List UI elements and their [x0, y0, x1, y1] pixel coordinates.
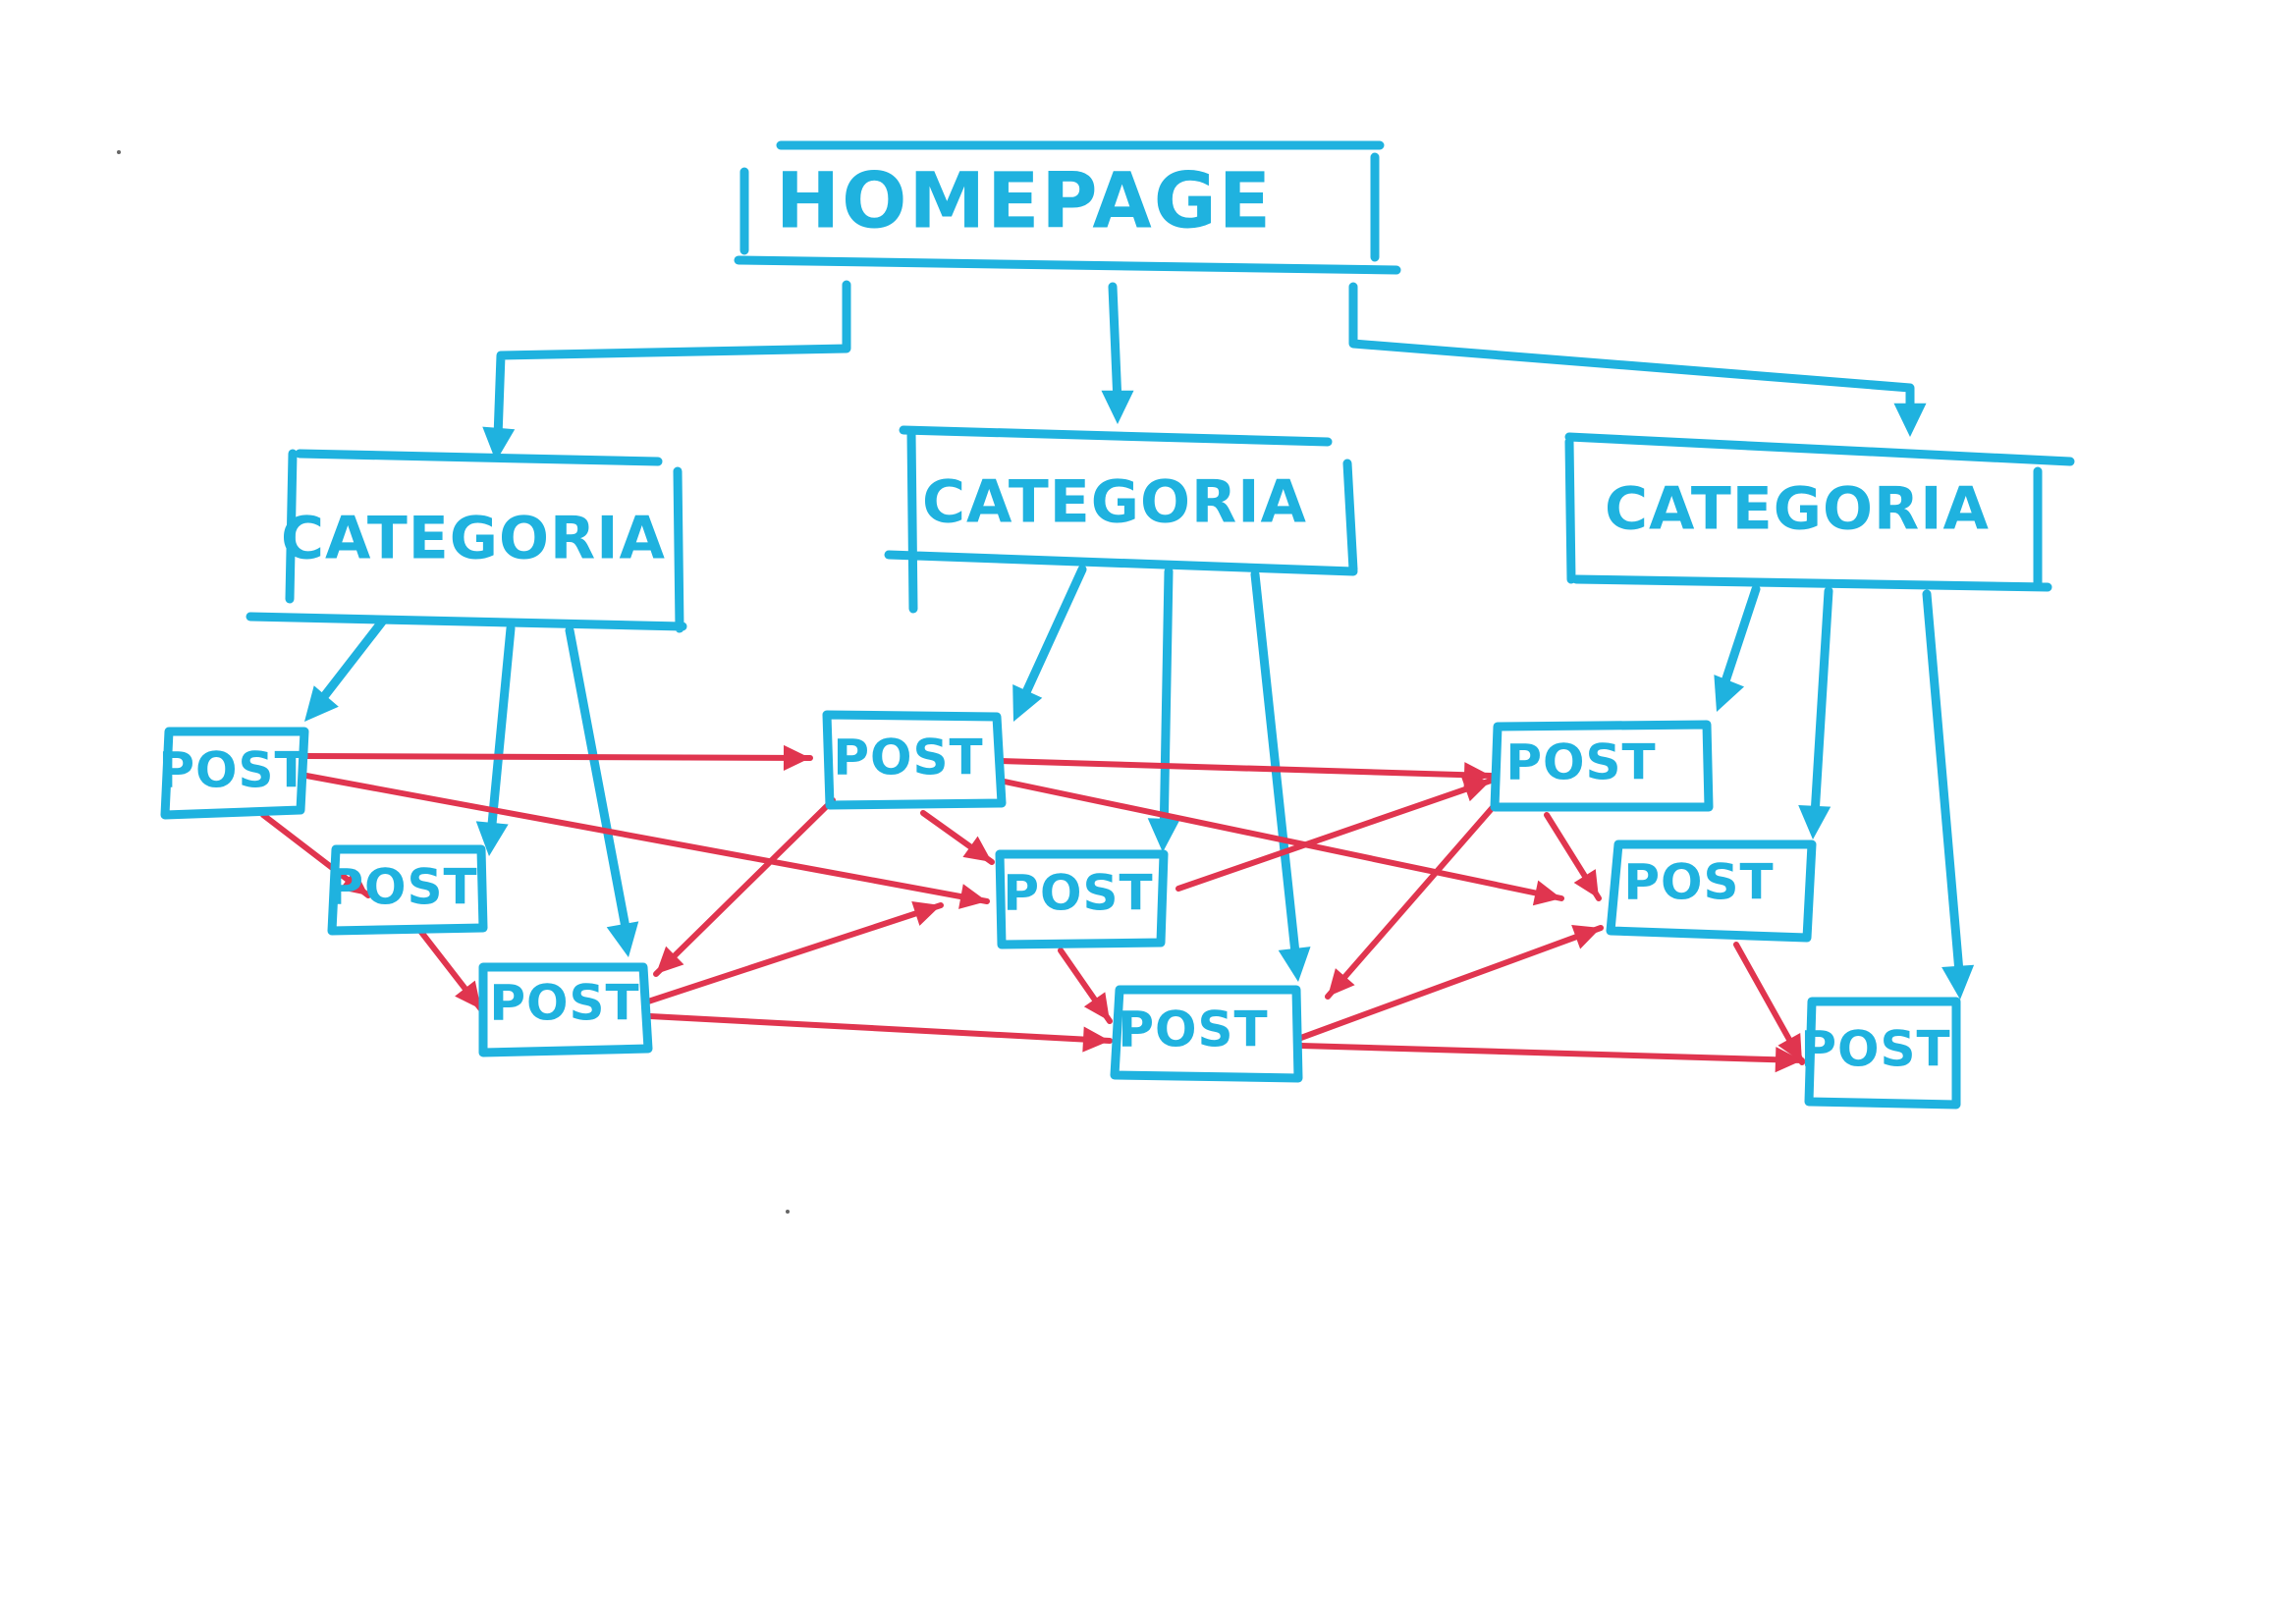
internal-link-arrowhead: [911, 901, 941, 926]
internal-link-arrowhead: [1082, 1026, 1110, 1053]
internal-link-arrowhead: [1461, 777, 1491, 802]
hierarchy-connector: [1159, 567, 1174, 844]
post-label: POST: [1118, 1001, 1268, 1058]
internal-link-arrow: [653, 797, 836, 977]
post-node: POST: [995, 849, 1169, 949]
category-box: [1564, 432, 2075, 592]
hierarchy-arrowhead: [475, 821, 509, 856]
internal-link-arrow: [647, 1013, 1113, 1044]
hierarchy-connector: [565, 625, 631, 938]
hierarchy-connector: [1348, 282, 1915, 427]
internal-link-arrowhead: [962, 836, 992, 862]
category-label: CATEGORIA: [281, 505, 666, 573]
post-box: [1110, 985, 1303, 1083]
hierarchy-connector: [317, 616, 388, 704]
internal-link-arrowhead: [1571, 925, 1601, 949]
hierarchy-arrowhead: [1714, 675, 1745, 712]
internal-link-arrow: [1295, 925, 1604, 1042]
post-box: [1804, 997, 1961, 1110]
post-box: [478, 962, 653, 1057]
post-box: [327, 844, 488, 936]
post-label: POST: [1623, 854, 1774, 911]
hierarchy-arrowhead: [1147, 818, 1180, 852]
internal-link-arrow: [1175, 778, 1494, 892]
hierarchy-arrowhead: [1941, 964, 1975, 1000]
internal-link-arrowhead: [339, 869, 368, 895]
internal-link-arrowhead: [1328, 968, 1355, 997]
hierarchy-connector: [1108, 282, 1122, 407]
internal-link-arrow: [645, 902, 944, 1004]
internal-link-arrow: [303, 773, 990, 904]
post-node: POST: [158, 727, 309, 820]
post-label: POST: [1003, 865, 1153, 922]
hierarchy-arrowhead: [1012, 684, 1043, 722]
post-box: [160, 727, 309, 820]
category-label: CATEGORIA: [1605, 475, 1990, 544]
category-box: [246, 449, 687, 633]
internal-link-arrowhead: [1532, 880, 1561, 906]
post-label: POST: [1505, 734, 1656, 791]
hierarchy-connector: [486, 623, 516, 839]
hierarchy-connector: [1719, 584, 1761, 692]
homepage-label: HOMEPAGE: [776, 157, 1273, 245]
post-label: POST: [1800, 1021, 1950, 1078]
post-node: POST: [1606, 839, 1817, 943]
internal-link-arrowhead: [958, 884, 987, 909]
hierarchy-arrowhead: [304, 685, 339, 722]
hierarchy-arrowhead: [1798, 805, 1831, 839]
internal-link-arrowhead: [1083, 992, 1110, 1021]
internal-link-arrow: [997, 778, 1564, 901]
category-node: CATEGORIA: [246, 449, 687, 633]
hierarchy-arrowhead: [606, 921, 639, 957]
post-node: POST: [1800, 997, 1961, 1110]
internal-link-arrowhead: [1573, 869, 1599, 898]
internal-link-arrowhead: [783, 744, 810, 771]
internal-link-arrowhead: [1777, 1033, 1802, 1062]
category-label: CATEGORIA: [922, 468, 1307, 537]
post-node: POST: [478, 962, 653, 1057]
internal-link-arrowhead: [455, 980, 481, 1009]
hierarchy-links: [304, 280, 1975, 1000]
hierarchy-arrowhead: [1278, 947, 1311, 982]
hierarchy-connector: [1810, 586, 1833, 820]
internal-link-arrow: [301, 753, 813, 761]
hierarchy-arrowhead: [482, 426, 516, 461]
post-label: POST: [158, 742, 308, 799]
hierarchy-connector: [1922, 589, 1964, 977]
hierarchy-arrowhead: [1101, 390, 1134, 424]
hierarchy-connector: [493, 280, 851, 442]
internal-link-arrowhead: [1775, 1047, 1802, 1073]
homepage-box: [734, 140, 1401, 275]
post-node: POST: [327, 844, 488, 936]
internal-links: [260, 744, 1805, 1073]
internal-link-arrowhead: [656, 946, 684, 974]
post-label: POST: [327, 859, 477, 916]
speck: [786, 1210, 790, 1214]
post-box: [1606, 839, 1817, 943]
internal-link-arrow: [1298, 1043, 1805, 1063]
category-node: CATEGORIA: [884, 425, 1358, 614]
post-box: [1490, 720, 1714, 812]
internal-link-arrow: [997, 758, 1494, 779]
category-box: [884, 425, 1358, 614]
homepage-node: HOMEPAGE: [734, 140, 1401, 275]
post-label: POST: [489, 975, 639, 1032]
post-box: [822, 710, 1007, 810]
hierarchy-connector: [1021, 565, 1087, 697]
speck: [117, 150, 121, 154]
internal-link-arrow: [1325, 802, 1498, 1000]
category-node: CATEGORIA: [1564, 432, 2075, 592]
post-node: POST: [822, 710, 1007, 810]
post-label: POST: [833, 730, 983, 786]
post-box: [995, 849, 1169, 949]
post-node: POST: [1490, 720, 1714, 812]
hierarchy-arrowhead: [1893, 403, 1927, 437]
post-node: POST: [1110, 985, 1303, 1083]
